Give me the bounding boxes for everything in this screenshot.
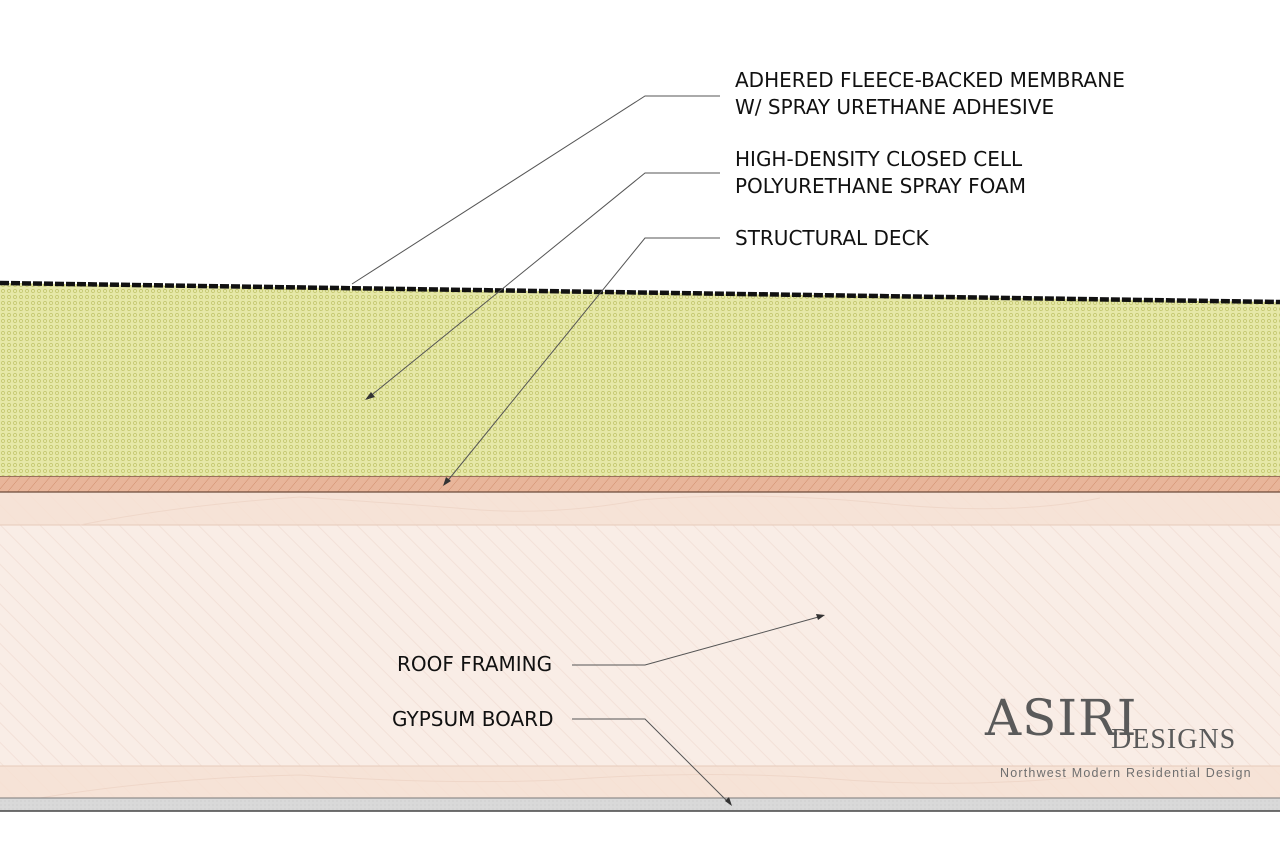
leader-gypsum <box>572 718 732 806</box>
leader-deck <box>443 237 720 486</box>
label-structural-deck: STRUCTURAL DECK <box>735 226 929 250</box>
company-logo: ASIRI DESIGNS Northwest Modern Residenti… <box>985 690 1265 790</box>
gypsum-board-layer <box>0 798 1280 811</box>
wood-grain-lower <box>39 773 1101 799</box>
label-membrane-line1: ADHERED FLEECE-BACKED MEMBRANE <box>735 68 1125 92</box>
label-membrane: ADHERED FLEECE-BACKED MEMBRANE W/ SPRAY … <box>735 67 1125 121</box>
label-roof-framing: ROOF FRAMING <box>397 652 553 676</box>
structural-deck-layer <box>0 476 1280 492</box>
label-membrane-line2: W/ SPRAY URETHANE ADHESIVE <box>735 95 1055 119</box>
leader-membrane <box>351 95 720 285</box>
framing-top-band <box>0 492 1280 525</box>
logo-main-text: ASIRI <box>985 689 1138 747</box>
membrane-line <box>0 280 1280 305</box>
label-gypsum-board: GYPSUM BOARD <box>392 707 554 731</box>
wood-grain <box>79 495 1101 526</box>
roof-framing-layer <box>0 492 1280 798</box>
logo-sub-text: DESIGNS <box>1111 724 1237 755</box>
label-foam-line1: HIGH-DENSITY CLOSED CELL <box>735 147 1023 171</box>
leader-framing <box>572 614 825 666</box>
label-foam-line2: POLYURETHANE SPRAY FOAM <box>735 174 1026 198</box>
framing-bottom-band <box>0 766 1280 798</box>
logo-tagline: Northwest Modern Residential Design <box>1000 766 1252 780</box>
label-spray-foam: HIGH-DENSITY CLOSED CELL POLYURETHANE SP… <box>735 146 1026 200</box>
spray-foam-layer <box>0 283 1280 476</box>
leader-foam <box>365 172 720 400</box>
